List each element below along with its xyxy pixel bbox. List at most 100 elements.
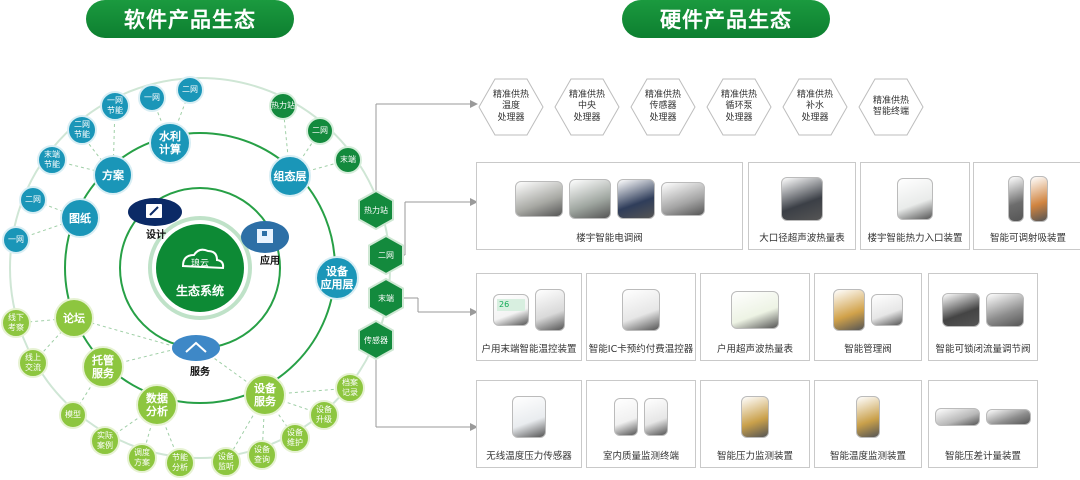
blue-node-yiwang1[interactable]: 一网 bbox=[138, 84, 166, 112]
processor-hexagon[interactable]: 精准供热 温度 处理器 bbox=[478, 78, 544, 136]
product-card[interactable]: 智能可调射吸装置 bbox=[973, 162, 1080, 250]
blue-node-shebei-app[interactable]: 设备 应用层 bbox=[315, 256, 359, 300]
blue-node-label: 二网 bbox=[25, 195, 41, 204]
design-label: 设计 bbox=[146, 230, 166, 241]
green-node-tuoguan[interactable]: 托管 服务 bbox=[82, 346, 124, 388]
blue-node-label: 图纸 bbox=[69, 211, 91, 225]
green-node-tiaodu[interactable]: 调度 方案 bbox=[127, 443, 157, 473]
green-node-moxing[interactable]: 模型 bbox=[59, 401, 87, 429]
processor-hexagon[interactable]: 精准供热 补水 处理器 bbox=[782, 78, 848, 136]
green-node-xianshang[interactable]: 线上 交流 bbox=[18, 348, 48, 378]
product-card[interactable]: 智能IC卡预约付费温控器 bbox=[586, 273, 696, 361]
device-screen-reading: 26 bbox=[497, 299, 525, 311]
green-node-dangan[interactable]: 档案 记录 bbox=[335, 373, 365, 403]
product-caption: 楼宇智能电调阀 bbox=[576, 233, 643, 244]
green-node-jianting[interactable]: 设备 监听 bbox=[211, 447, 241, 477]
product-card[interactable]: 室内质量监测终端 bbox=[586, 380, 696, 468]
blue-node-yiwang-jieneng[interactable]: 一网 节能 bbox=[100, 91, 130, 121]
green-node-shebei-fuwu[interactable]: 设备 服务 bbox=[244, 374, 286, 416]
product-image bbox=[755, 169, 849, 229]
product-caption: 大口径超声波热量表 bbox=[759, 233, 845, 244]
device-illustration bbox=[568, 179, 611, 219]
product-card[interactable]: 大口径超声波热量表 bbox=[748, 162, 856, 250]
green-node-shiji[interactable]: 实际 案例 bbox=[90, 426, 120, 456]
green-node-xianxia[interactable]: 线下 考察 bbox=[1, 308, 31, 338]
dark-node-erwang3[interactable]: 二网 bbox=[306, 117, 334, 145]
device-illustration bbox=[731, 291, 779, 329]
device-illustration: 26 bbox=[493, 294, 529, 326]
product-caption: 智能温度监测装置 bbox=[829, 451, 906, 462]
product-image bbox=[935, 280, 1031, 340]
green-node-shengji[interactable]: 设备 升级 bbox=[309, 400, 339, 430]
product-card[interactable]: 楼宇智能电调阀 bbox=[476, 162, 743, 250]
blue-node-zutai[interactable]: 组态层 bbox=[269, 155, 311, 197]
blue-node-label: 组态层 bbox=[273, 169, 307, 183]
product-image bbox=[821, 280, 915, 340]
cloud-icon bbox=[128, 198, 182, 226]
product-caption: 智能压差计量装置 bbox=[944, 451, 1021, 462]
device-illustration bbox=[535, 289, 565, 331]
blue-node-erwang1[interactable]: 二网 bbox=[176, 76, 204, 104]
dark-node-label: 末端 bbox=[340, 155, 356, 164]
center-title: 生态系统 bbox=[175, 284, 224, 298]
device-illustration bbox=[986, 293, 1024, 327]
device-illustration bbox=[741, 396, 769, 438]
hex-node-label: 末端 bbox=[378, 293, 394, 303]
device-illustration bbox=[935, 408, 980, 426]
device-illustration bbox=[614, 398, 638, 436]
green-node-shuju[interactable]: 数据 分析 bbox=[136, 384, 178, 426]
device-illustration bbox=[856, 396, 880, 438]
product-card[interactable]: 智能可锁闭流量调节阀 bbox=[928, 273, 1038, 361]
dark-node-relizhan[interactable]: 热力站 bbox=[269, 92, 297, 120]
blue-node-fangan[interactable]: 方案 bbox=[93, 155, 133, 195]
processor-label: 精准供热 循环泵 处理器 bbox=[720, 89, 757, 123]
product-card[interactable]: 户用超声波热量表 bbox=[700, 273, 810, 361]
blue-node-tuzhi[interactable]: 图纸 bbox=[60, 198, 100, 238]
product-image bbox=[935, 387, 1031, 447]
processor-label: 精准供热 补水 处理器 bbox=[796, 89, 833, 123]
green-node-luntan[interactable]: 论坛 bbox=[54, 298, 94, 338]
device-illustration bbox=[616, 179, 655, 219]
green-node-jieneng[interactable]: 节能 分析 bbox=[165, 448, 195, 478]
processor-hexagon[interactable]: 精准供热 传感器 处理器 bbox=[630, 78, 696, 136]
product-image bbox=[707, 387, 803, 447]
device-illustration bbox=[871, 294, 903, 326]
dark-node-moduan[interactable]: 末端 bbox=[334, 146, 362, 174]
green-node-weihu[interactable]: 设备 维护 bbox=[280, 423, 310, 453]
green-node-label: 模型 bbox=[65, 410, 81, 419]
processor-hexagon[interactable]: 精准供热 循环泵 处理器 bbox=[706, 78, 772, 136]
blue-node-yiwang2[interactable]: 一网 bbox=[2, 226, 30, 254]
hex-node-hex-relizhan[interactable]: 热力站 bbox=[356, 190, 396, 230]
product-caption: 户用超声波热量表 bbox=[716, 344, 793, 355]
processor-label: 精准供热 中央 处理器 bbox=[568, 89, 605, 123]
app-label: 应用 bbox=[260, 256, 280, 267]
product-card[interactable]: 智能压力监测装置 bbox=[700, 380, 810, 468]
blue-node-shuili[interactable]: 水利 计算 bbox=[149, 122, 191, 164]
blue-node-label: 一网 bbox=[144, 93, 160, 102]
product-card[interactable]: 智能压差计量装置 bbox=[928, 380, 1038, 468]
blue-node-label: 水利 计算 bbox=[159, 130, 181, 156]
product-image bbox=[483, 387, 575, 447]
product-card[interactable]: 智能温度监测装置 bbox=[814, 380, 922, 468]
processor-hexagon[interactable]: 精准供热 中央 处理器 bbox=[554, 78, 620, 136]
hex-node-label: 二网 bbox=[378, 250, 394, 260]
product-card[interactable]: 楼宇智能热力入口装置 bbox=[860, 162, 970, 250]
product-image bbox=[821, 387, 915, 447]
device-illustration bbox=[897, 178, 933, 220]
hex-node-hex-moduan[interactable]: 末端 bbox=[366, 278, 406, 318]
product-caption: 智能IC卡预约付费温控器 bbox=[588, 344, 694, 355]
product-card[interactable]: 智能管理阀 bbox=[814, 273, 922, 361]
blue-node-label: 一网 bbox=[8, 235, 24, 244]
center-logo-text: 琅云 bbox=[190, 259, 209, 269]
green-node-chaxun[interactable]: 设备 查询 bbox=[247, 440, 277, 470]
product-caption: 智能可调射吸装置 bbox=[989, 233, 1066, 244]
hex-node-hex-chuanganqi[interactable]: 传感器 bbox=[356, 320, 396, 360]
blue-node-erwang-jieneng[interactable]: 二网 节能 bbox=[67, 115, 97, 145]
blue-node-moduan-jieneng[interactable]: 末端 节能 bbox=[37, 145, 67, 175]
blue-node-erwang2[interactable]: 二网 bbox=[19, 186, 47, 214]
processor-hexagon[interactable]: 精准供热 智能终端 bbox=[858, 78, 924, 136]
hex-node-hex-erwang[interactable]: 二网 bbox=[366, 235, 406, 275]
arrow-heads bbox=[470, 100, 478, 431]
product-card[interactable]: 无线温度压力传感器 bbox=[476, 380, 582, 468]
